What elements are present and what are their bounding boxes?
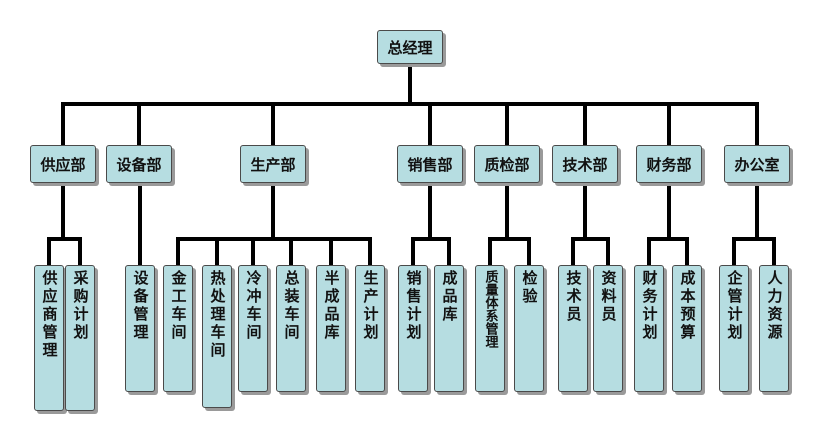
unit-box: 设备管理 <box>125 265 155 392</box>
unit-box: 检验 <box>514 265 544 392</box>
unit-label: 供应商管理 <box>40 270 59 360</box>
department-box: 办公室 <box>724 145 790 183</box>
unit-label: 生产计划 <box>361 270 380 342</box>
unit-box: 半成品库 <box>316 265 346 392</box>
unit-box: 销售计划 <box>398 265 428 392</box>
unit-label: 人力资源 <box>765 270 784 342</box>
unit-label: 总装车间 <box>282 270 301 342</box>
unit-label: 销售计划 <box>404 270 423 342</box>
unit-box: 供应商管理 <box>34 265 64 411</box>
unit-label: 检验 <box>520 270 539 306</box>
unit-label: 成本预算 <box>678 270 697 342</box>
unit-label: 半成品库 <box>322 270 341 342</box>
department-label: 办公室 <box>734 155 780 174</box>
unit-box: 成本预算 <box>672 265 702 392</box>
unit-box: 冷冲车间 <box>238 265 268 392</box>
unit-label: 质量体系管理 <box>482 270 498 348</box>
unit-box: 采购计划 <box>65 265 95 411</box>
unit-label: 成品库 <box>440 270 459 324</box>
unit-label: 热处理车间 <box>208 270 227 360</box>
unit-label: 企管计划 <box>725 270 744 342</box>
department-box: 技术部 <box>552 145 618 183</box>
unit-label: 金工车间 <box>169 270 188 342</box>
unit-box: 热处理车间 <box>202 265 232 408</box>
department-label: 财务部 <box>646 155 692 174</box>
department-label: 技术部 <box>562 155 608 174</box>
department-box: 销售部 <box>397 145 463 183</box>
department-box: 财务部 <box>636 145 702 183</box>
unit-box: 金工车间 <box>163 265 193 392</box>
unit-box: 质量体系管理 <box>475 265 505 392</box>
department-label: 设备部 <box>116 155 162 174</box>
unit-box: 人力资源 <box>759 265 789 392</box>
department-label: 质检部 <box>484 155 530 174</box>
root-box: 总经理 <box>377 30 443 64</box>
unit-label: 财务计划 <box>640 270 659 342</box>
root-label: 总经理 <box>387 38 433 57</box>
unit-box: 总装车间 <box>276 265 306 392</box>
unit-box: 生产计划 <box>355 265 385 392</box>
department-box: 生产部 <box>240 145 306 183</box>
unit-label: 资料员 <box>599 270 618 324</box>
unit-label: 设备管理 <box>131 270 150 342</box>
unit-label: 冷冲车间 <box>244 270 263 342</box>
unit-label: 技术员 <box>564 270 583 324</box>
unit-box: 技术员 <box>558 265 588 392</box>
department-label: 供应部 <box>40 155 86 174</box>
unit-label: 采购计划 <box>71 270 90 342</box>
unit-box: 企管计划 <box>719 265 749 392</box>
department-box: 供应部 <box>30 145 96 183</box>
department-box: 质检部 <box>474 145 540 183</box>
unit-box: 财务计划 <box>634 265 664 392</box>
unit-box: 资料员 <box>593 265 623 392</box>
department-label: 销售部 <box>407 155 453 174</box>
department-box: 设备部 <box>106 145 172 183</box>
unit-box: 成品库 <box>434 265 464 392</box>
department-label: 生产部 <box>250 155 296 174</box>
